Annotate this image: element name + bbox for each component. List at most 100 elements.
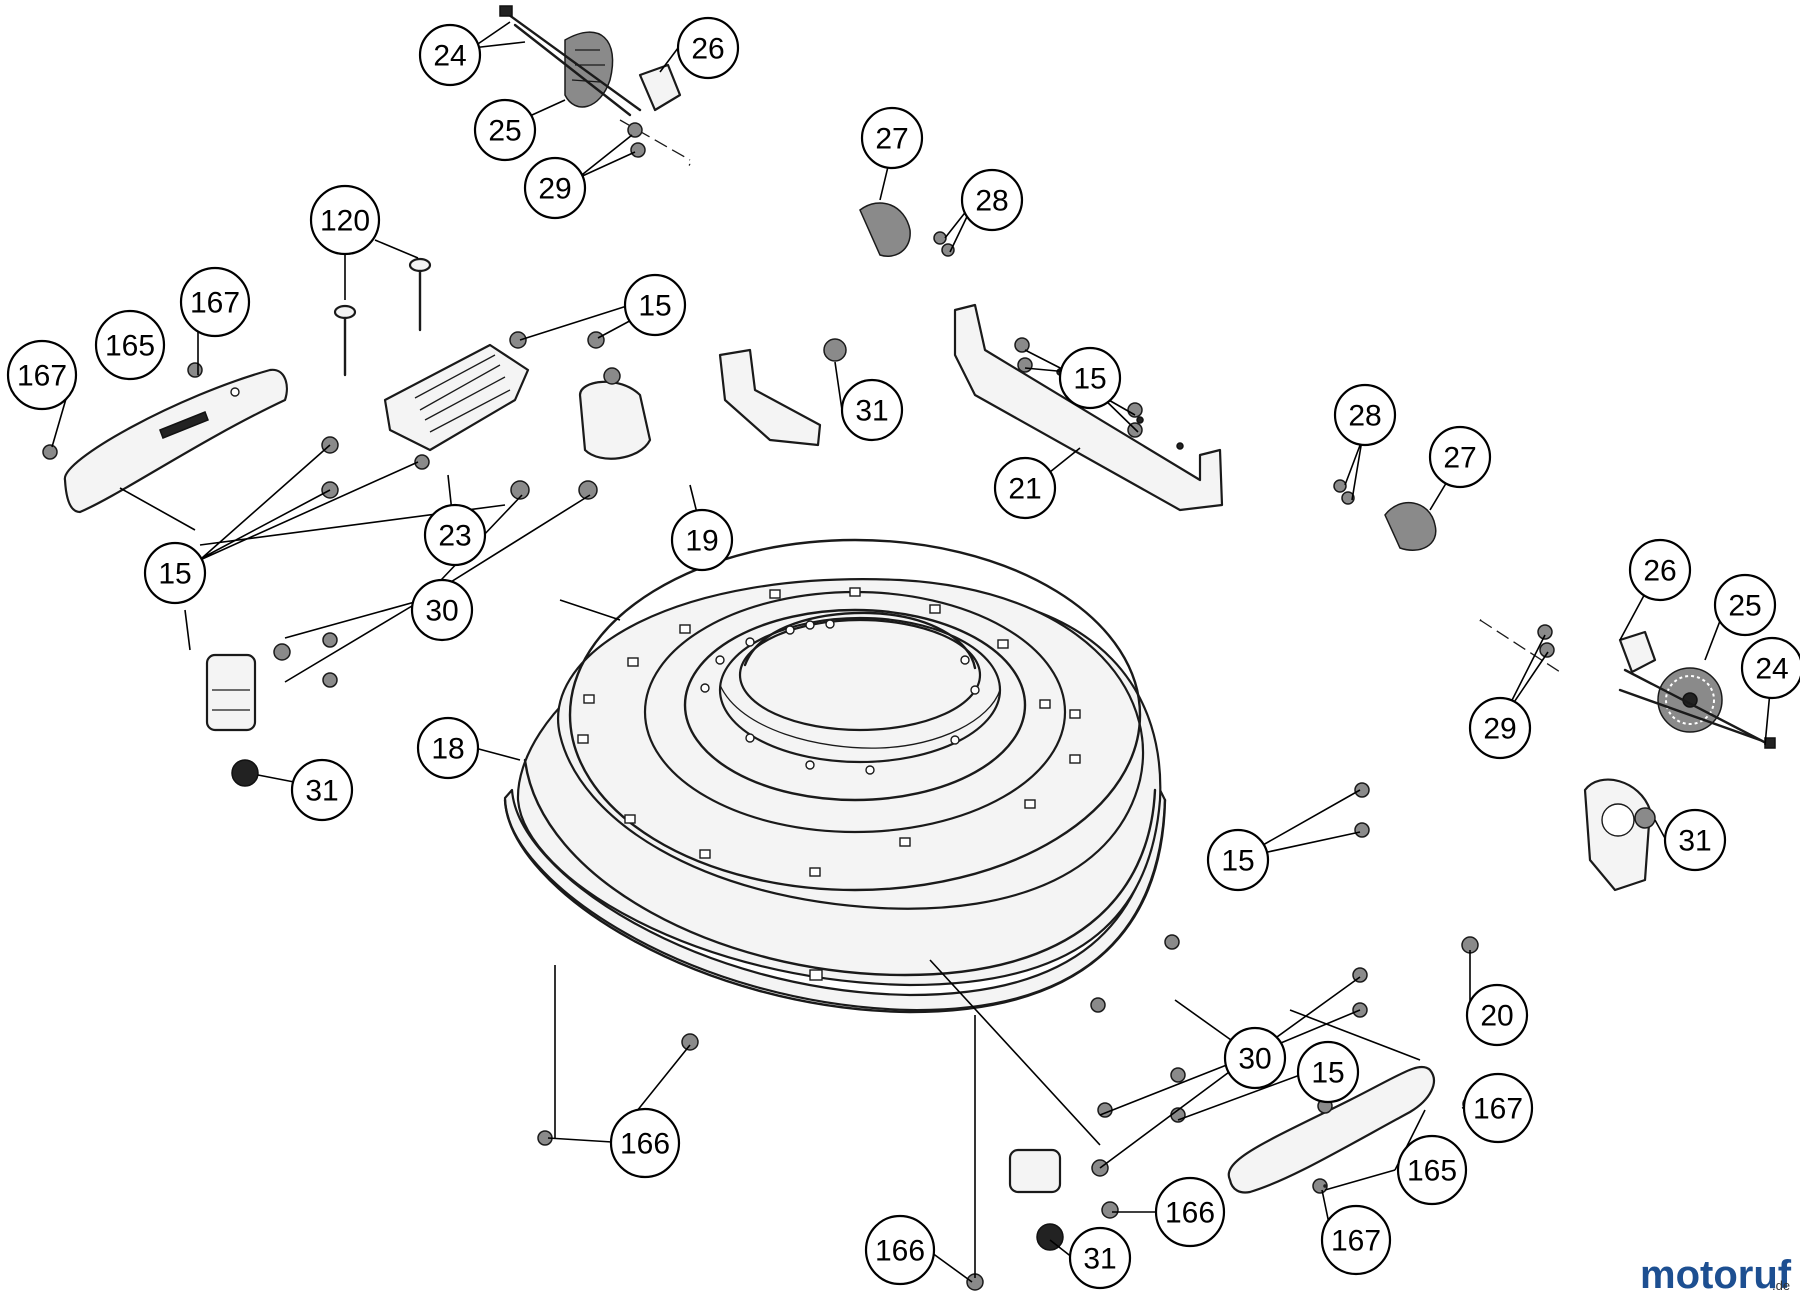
skid-165-left [63,368,288,514]
callout-label: 31 [1678,825,1711,858]
callout-circle [416,716,480,780]
callout-28: 28 [1333,383,1397,447]
wheel-cap-25-right [1657,667,1723,733]
callout-circle [1428,425,1492,489]
callout-29: 29 [523,156,587,220]
callout-167: 167 [1462,1072,1534,1144]
callout-20: 20 [1465,983,1529,1047]
callout-label: 165 [105,330,155,363]
right-handle-frame [1008,587,1652,1194]
callout-165: 165 [94,309,166,381]
callout-23: 23 [423,503,487,567]
callout-31: 31 [840,378,904,442]
callout-circle [1223,1026,1287,1090]
callout-label: 24 [433,40,466,73]
callout-28: 28 [960,168,1024,232]
watermark-suffix: .de [1772,1278,1790,1293]
callout-circle [1462,1072,1534,1144]
callout-circle [1154,1176,1226,1248]
callout-circle [179,266,251,338]
callout-circle [410,578,474,642]
pins-120 [333,257,432,377]
callout-label: 167 [1473,1093,1523,1126]
callout-26: 26 [1628,538,1692,602]
callout-circle [1740,636,1800,700]
callout-circle [1333,383,1397,447]
callout-label: 167 [190,287,240,320]
callout-label: 15 [158,558,191,591]
callout-label: 26 [1643,555,1676,588]
callout-15: 15 [1296,1040,1360,1104]
callout-166: 166 [609,1107,681,1179]
callout-circle [309,184,381,256]
callout-label: 167 [1331,1225,1381,1258]
callout-25: 25 [1713,573,1777,637]
callout-21: 21 [993,456,1057,520]
callout-label: 29 [1483,713,1516,746]
callout-circle [670,508,734,572]
callout-circle [1468,696,1532,760]
clip-26-top [638,63,682,112]
callout-label: 31 [1083,1243,1116,1276]
skid-165-right [1227,1065,1436,1194]
hardware-nuts [42,122,1656,1291]
callout-circle [1628,538,1692,602]
callout-circle [960,168,1024,232]
callout-label: 25 [1728,590,1761,623]
callout-circle [1320,1204,1392,1276]
callout-circle [94,309,166,381]
callout-165: 165 [1396,1134,1468,1206]
callout-31: 31 [1663,808,1727,872]
callout-label: 28 [975,185,1008,218]
callout-circle [423,503,487,567]
callout-26: 26 [676,16,740,80]
callout-18: 18 [416,716,480,780]
callout-19: 19 [670,508,734,572]
callout-25: 25 [473,98,537,162]
callout-label: 28 [1348,400,1381,433]
callout-label: 166 [875,1235,925,1268]
callout-166: 166 [1154,1176,1226,1248]
callout-label: 26 [691,33,724,66]
callout-label: 27 [875,123,908,156]
callout-label: 27 [1443,442,1476,475]
callout-label: 30 [1238,1043,1271,1076]
callout-circle [1068,1226,1132,1290]
deck-bolt-holes [577,587,1081,981]
callout-label: 15 [1221,845,1254,878]
callout-label: 15 [638,290,671,323]
leader-lines [51,21,1773,1283]
callout-circle [1663,808,1727,872]
clip-26-right [1618,630,1657,674]
callout-circle [864,1214,936,1286]
callout-label: 19 [685,525,718,558]
callout-15: 15 [623,273,687,337]
callout-circle [1396,1134,1468,1206]
callout-27: 27 [1428,425,1492,489]
callout-circle [418,23,482,87]
callout-167: 167 [6,339,78,411]
callout-label: 120 [320,205,370,238]
callout-label: 30 [425,595,458,628]
callout-circle [623,273,687,337]
callout-circle [143,541,207,605]
callout-label: 18 [431,733,464,766]
callout-166: 166 [864,1214,936,1286]
axle-bolts-24 [499,5,1776,749]
callout-label: 166 [1165,1197,1215,1230]
callout-24: 24 [418,23,482,87]
callout-label: 165 [1407,1155,1457,1188]
callout-30: 30 [1223,1026,1287,1090]
callout-circle [1206,828,1270,892]
callout-15: 15 [143,541,207,605]
callout-label: 24 [1755,653,1788,686]
callout-30: 30 [410,578,474,642]
callout-15: 15 [1206,828,1270,892]
callout-circle [1058,346,1122,410]
callout-circle [1465,983,1529,1047]
callout-circle [1713,573,1777,637]
callout-circle [609,1107,681,1179]
callout-label: 25 [488,115,521,148]
